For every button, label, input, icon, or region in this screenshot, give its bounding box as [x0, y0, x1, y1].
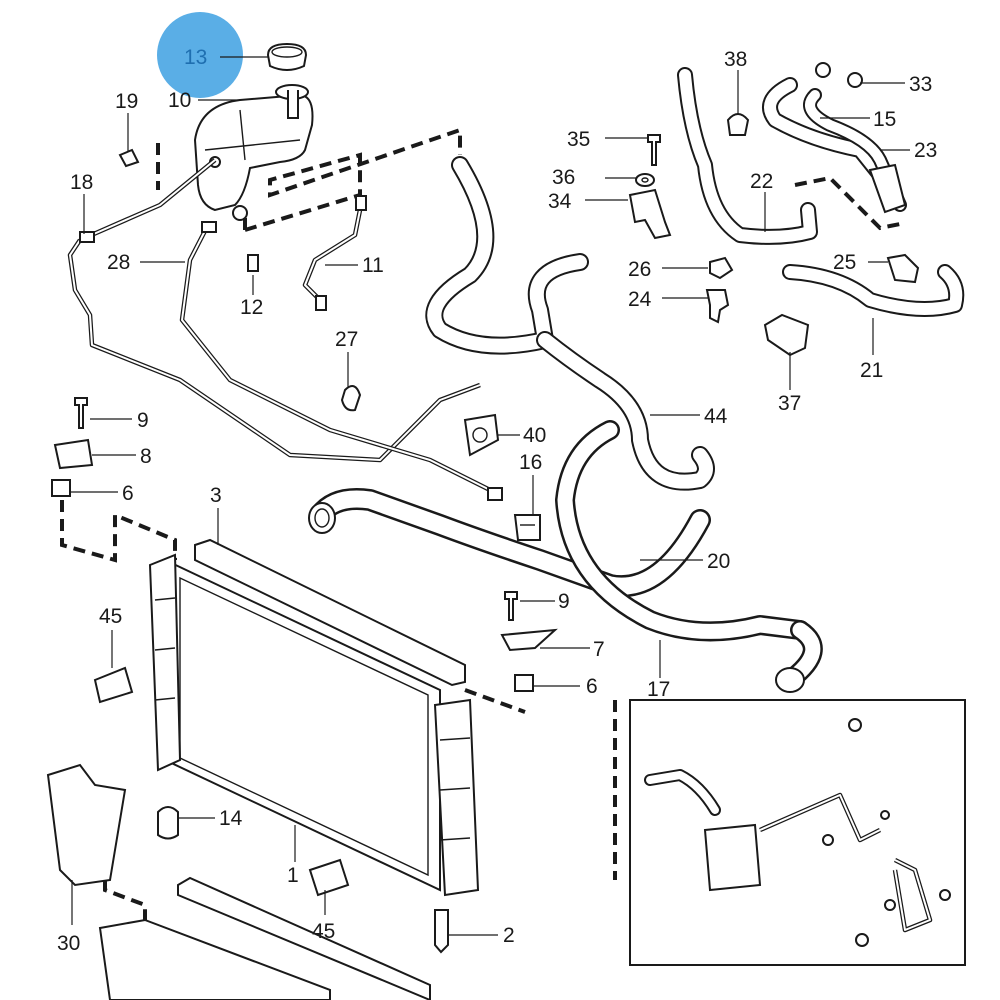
- bracket-8[interactable]: [53, 438, 94, 470]
- callout-38[interactable]: 38: [724, 48, 747, 71]
- callout-34[interactable]: 34: [548, 190, 572, 213]
- bracket-34[interactable]: [628, 188, 672, 240]
- bracket-37[interactable]: [763, 313, 810, 357]
- bracket-24[interactable]: [705, 289, 730, 324]
- callout-20[interactable]: 20: [707, 550, 730, 573]
- expansion-tank-cap-13[interactable]: [266, 42, 308, 71]
- bolt-9-top[interactable]: [74, 397, 88, 429]
- radiator-hose-20[interactable]: [308, 488, 711, 598]
- callout-45-left[interactable]: 45: [99, 605, 122, 628]
- inset-detail-box: [629, 699, 966, 966]
- pad-45-bottom[interactable]: [308, 858, 350, 897]
- mount-6-left[interactable]: [51, 479, 71, 497]
- pad-45-left[interactable]: [93, 666, 134, 704]
- callout-30[interactable]: 30: [57, 932, 80, 955]
- bracket-7[interactable]: [500, 628, 558, 652]
- fitting-12[interactable]: [247, 254, 259, 272]
- expansion-tank-10[interactable]: [193, 84, 314, 221]
- callout-6-right[interactable]: 6: [586, 675, 598, 698]
- mount-6-right[interactable]: [514, 674, 534, 692]
- callout-18[interactable]: 18: [70, 171, 93, 194]
- hose-21[interactable]: [782, 264, 965, 317]
- callout-8[interactable]: 8: [140, 445, 152, 468]
- clip-25[interactable]: [886, 253, 920, 284]
- callout-36[interactable]: 36: [552, 166, 575, 189]
- pipe-11[interactable]: [302, 195, 367, 311]
- callout-14[interactable]: 14: [219, 807, 243, 830]
- callout-10[interactable]: 10: [168, 89, 191, 112]
- callout-21[interactable]: 21: [860, 359, 883, 382]
- bolt-19[interactable]: [118, 148, 140, 168]
- callout-27[interactable]: 27: [335, 328, 358, 351]
- nut-26[interactable]: [709, 256, 734, 280]
- dashed-guide-radiator-left: [60, 500, 177, 563]
- overflow-pipe-18[interactable]: [67, 158, 481, 463]
- dashed-guide-bracket: [103, 880, 147, 920]
- callout-9-top[interactable]: 9: [137, 409, 149, 432]
- bolt-9-mid[interactable]: [504, 591, 518, 621]
- washer-36[interactable]: [635, 173, 655, 187]
- clamp-38[interactable]: [726, 113, 750, 136]
- callout-2[interactable]: 2: [503, 924, 515, 947]
- callout-40[interactable]: 40: [523, 424, 546, 447]
- callout-11[interactable]: 11: [362, 254, 384, 277]
- callout-13[interactable]: 13: [184, 46, 207, 69]
- radiator-bar-3[interactable]: [194, 538, 466, 687]
- callout-35[interactable]: 35: [567, 128, 590, 151]
- callout-16[interactable]: 16: [519, 451, 542, 474]
- callout-33[interactable]: 33: [909, 73, 932, 96]
- bolt-35[interactable]: [647, 134, 661, 166]
- leader-lines: [70, 56, 910, 936]
- radiator-hose-44[interactable]: [425, 156, 715, 491]
- callout-9-mid[interactable]: 9: [558, 590, 570, 613]
- callout-12[interactable]: 12: [240, 296, 263, 319]
- callout-19[interactable]: 19: [115, 90, 138, 113]
- hose-23[interactable]: [803, 88, 907, 214]
- clip-27[interactable]: [340, 385, 362, 412]
- callout-15[interactable]: 15: [873, 108, 896, 131]
- callout-1[interactable]: 1: [287, 864, 299, 887]
- highlight-circle-13[interactable]: [157, 12, 243, 98]
- callout-45-bottom[interactable]: 45: [312, 920, 335, 943]
- callout-37[interactable]: 37: [778, 392, 801, 415]
- callout-28[interactable]: 28: [107, 251, 130, 274]
- clamp-33[interactable]: [815, 62, 863, 88]
- callout-6-left[interactable]: 6: [122, 482, 134, 505]
- hose-22[interactable]: [677, 67, 818, 245]
- callout-3[interactable]: 3: [210, 484, 222, 507]
- drain-plug-2[interactable]: [434, 909, 449, 954]
- rubber-mount-14[interactable]: [157, 806, 179, 840]
- overflow-pipe-28[interactable]: [179, 221, 503, 501]
- bracket-30[interactable]: [46, 763, 127, 887]
- dashed-guide-radiator-right: [464, 688, 617, 880]
- callout-17[interactable]: 17: [647, 678, 670, 701]
- callout-44[interactable]: 44: [704, 405, 728, 428]
- clip-40[interactable]: [463, 413, 500, 457]
- callout-26[interactable]: 26: [628, 258, 651, 281]
- hose-15[interactable]: [762, 77, 888, 183]
- callout-24[interactable]: 24: [628, 288, 652, 311]
- callout-7[interactable]: 7: [593, 638, 605, 661]
- callout-25[interactable]: 25: [833, 251, 856, 274]
- radiator-hose-17[interactable]: [555, 420, 823, 693]
- callout-22[interactable]: 22: [750, 170, 773, 193]
- radiator-1[interactable]: [148, 553, 480, 897]
- dashed-guide-hoses-right: [794, 175, 901, 231]
- lower-plate[interactable]: [98, 918, 331, 1000]
- callout-23[interactable]: 23: [914, 139, 937, 162]
- clip-16[interactable]: [513, 514, 541, 541]
- radiator-bar-lower[interactable]: [177, 876, 431, 1000]
